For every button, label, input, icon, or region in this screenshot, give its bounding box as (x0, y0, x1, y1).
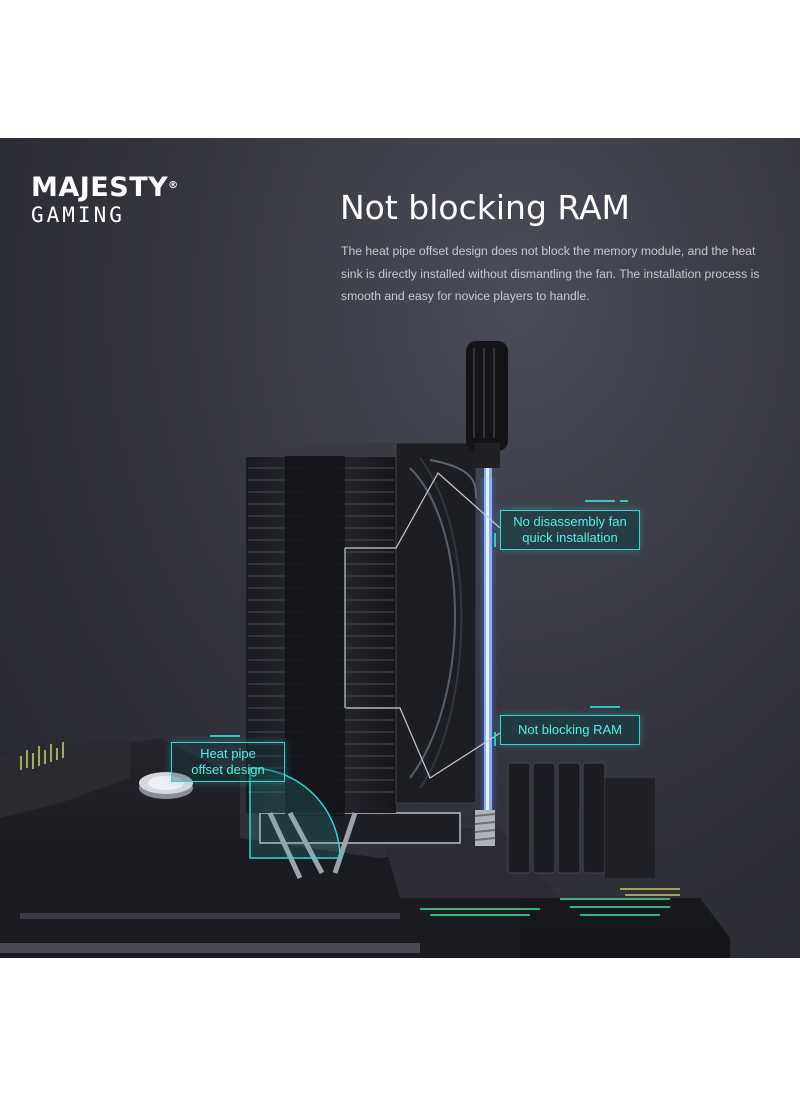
heatsink (246, 443, 396, 880)
callout-pipe-line2: offset design (191, 762, 265, 777)
callout-not-blocking-ram: Not blocking RAM (500, 715, 640, 745)
brand-line2: GAMING (31, 203, 125, 227)
callout-heat-pipe-offset: Heat pipe offset design (171, 742, 285, 782)
fan (395, 442, 477, 804)
product-panel: MAJESTY® GAMING Not blocking RAM The hea… (0, 138, 800, 958)
page-title: Not blocking RAM (340, 188, 631, 227)
callout-leader-lines (344, 472, 501, 779)
description-text: The heat pipe offset design does not blo… (341, 244, 760, 303)
callout-fan-line2: quick installation (522, 530, 618, 545)
registered-mark: ® (168, 180, 179, 191)
offset-arc (249, 767, 341, 859)
ram-modules (507, 762, 655, 878)
brand-line1: MAJESTY® (31, 174, 179, 202)
callout-pipe-line1: Heat pipe (200, 746, 256, 761)
screwdriver (466, 341, 508, 846)
callout-fan-line1: No disassembly fan (513, 514, 627, 529)
cpu-cooler-illustration (0, 341, 730, 958)
brand-logo: MAJESTY® GAMING (31, 174, 179, 227)
callout-fan-installation: No disassembly fan quick installation (500, 510, 640, 550)
brand-name: MAJESTY (31, 172, 169, 203)
